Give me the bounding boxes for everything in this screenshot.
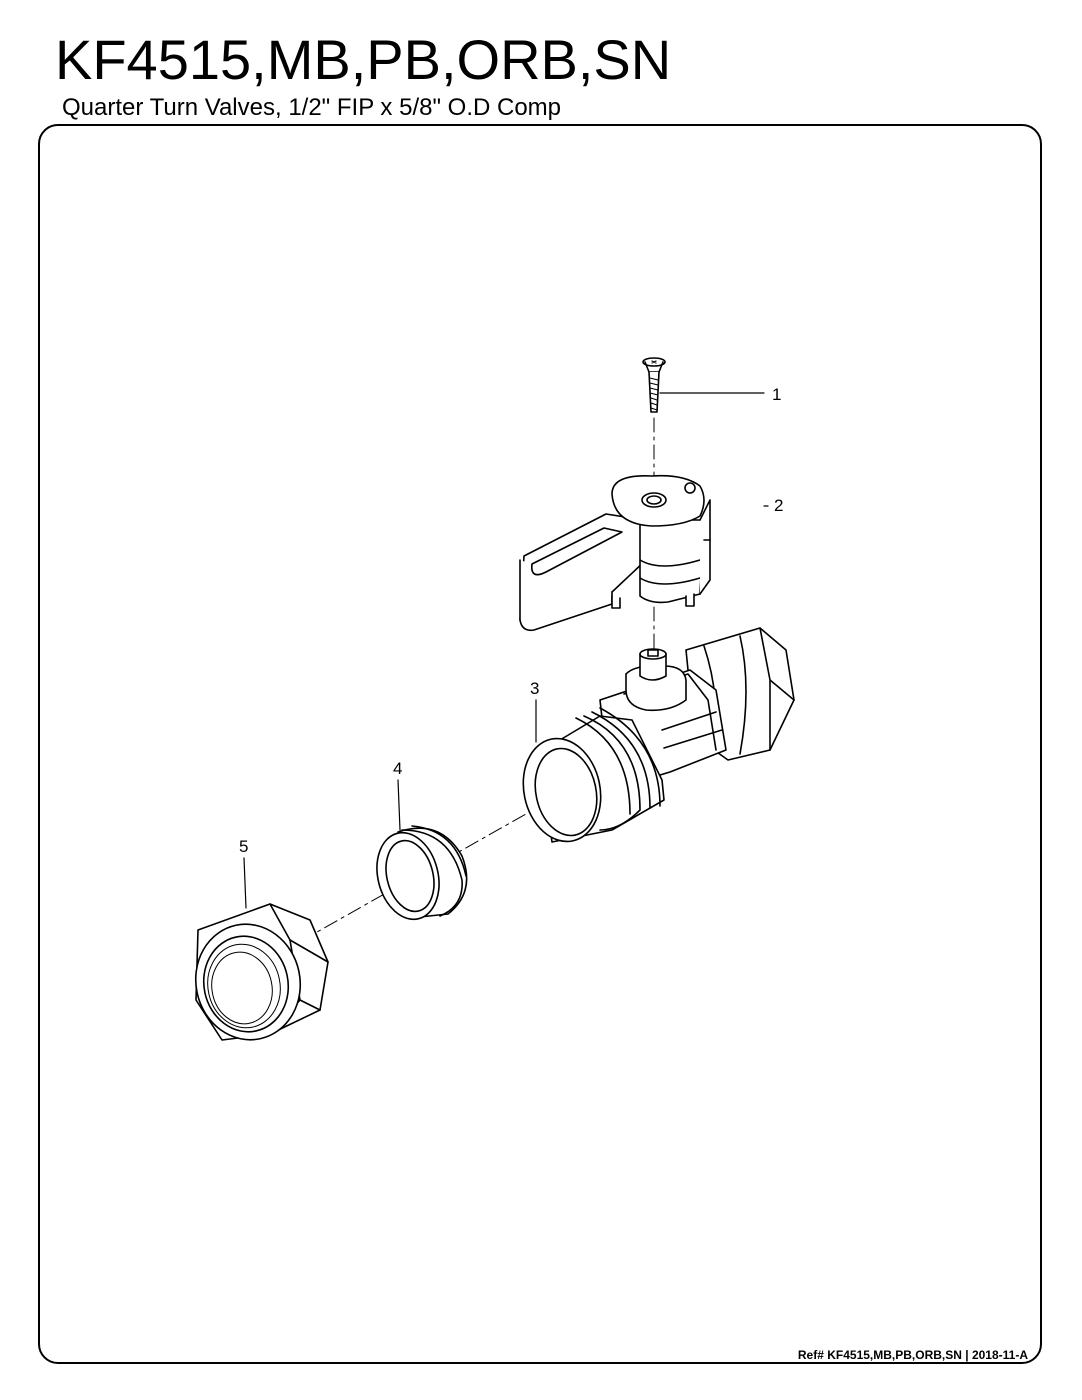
- reference-number: Ref# KF4515,MB,PB,ORB,SN | 2018-11-A: [797, 1348, 1028, 1362]
- part-5-compression-nut: [194, 903, 329, 1041]
- page-subtitle: Quarter Turn Valves, 1/2" FIP x 5/8" O.D…: [62, 94, 562, 121]
- part-4-compression-ring: [376, 825, 468, 921]
- callout-2: 2: [774, 496, 783, 515]
- page-title: KF4515,MB,PB,ORB,SN: [55, 28, 672, 91]
- callout-4: 4: [393, 759, 402, 778]
- drawing-frame: [38, 124, 1042, 1364]
- leader-lines: [243, 392, 769, 909]
- centerlines: [309, 417, 655, 937]
- callout-3: 3: [530, 679, 539, 698]
- part-1-screw: [642, 357, 666, 413]
- part-2-handle: [519, 474, 711, 632]
- part-3-valve-body: [522, 627, 795, 843]
- callout-1: 1: [772, 385, 781, 404]
- callout-5: 5: [239, 837, 248, 856]
